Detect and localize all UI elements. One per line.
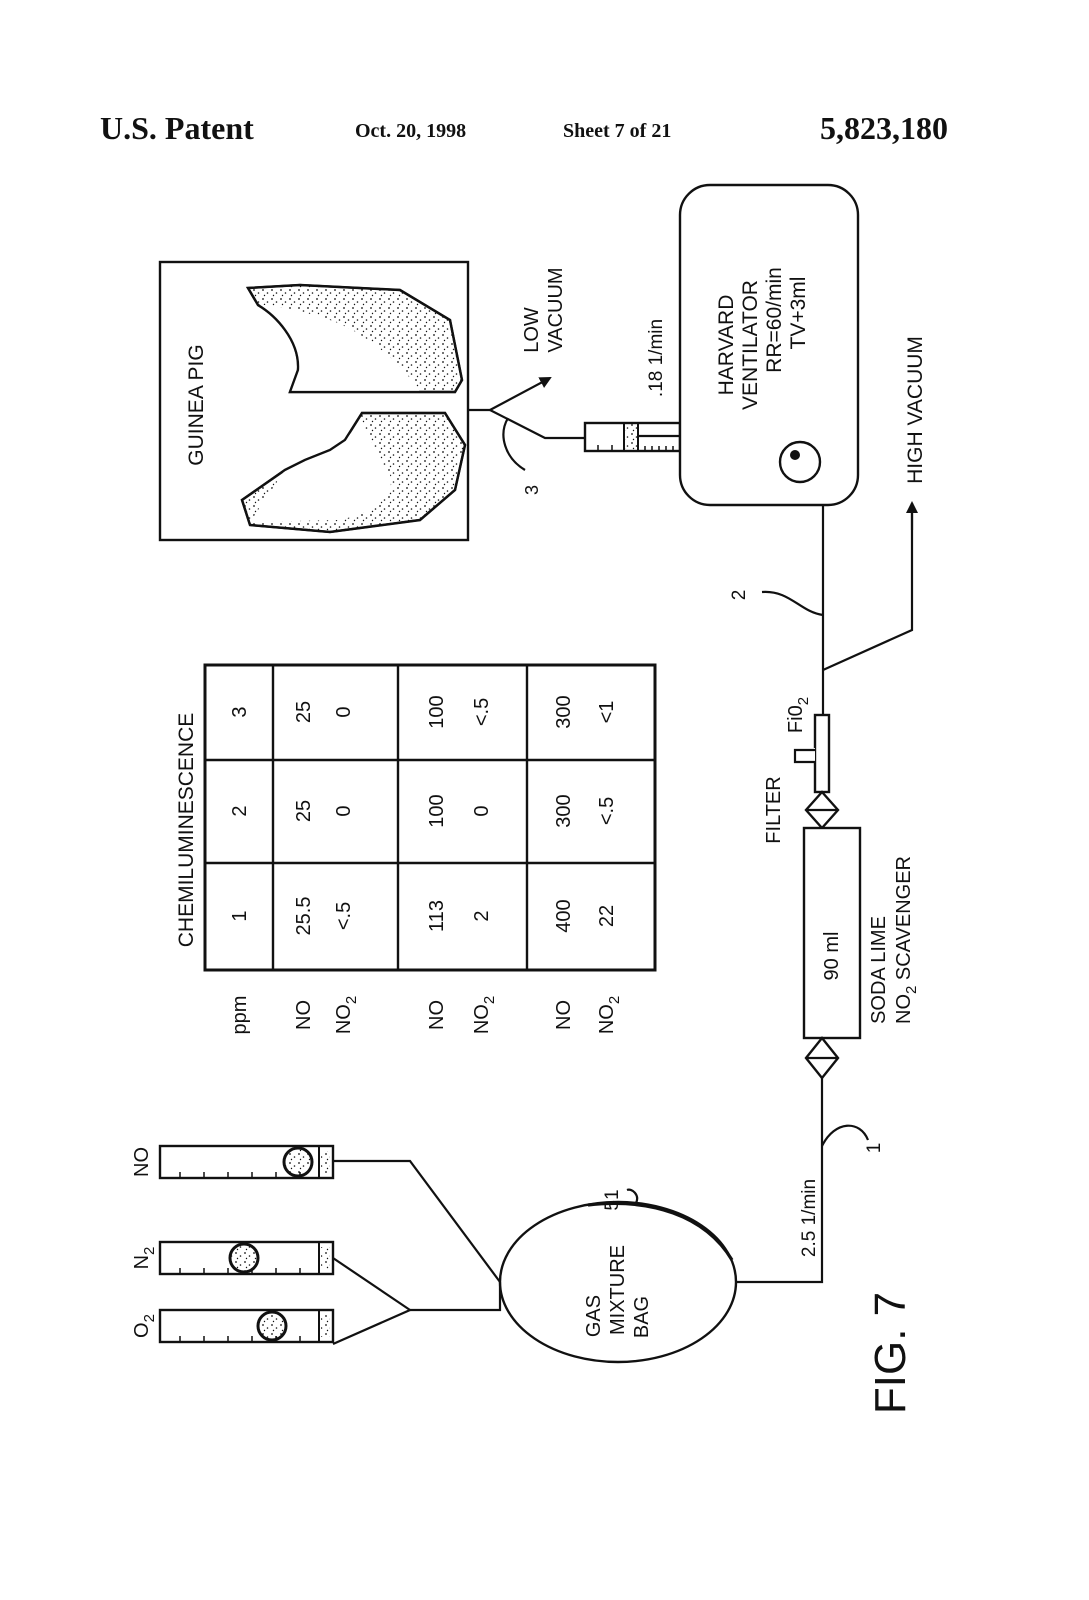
gas-mixture-bag: GAS MIXTURE BAG 51: [498, 1188, 738, 1364]
scavenger-no: NO: [893, 994, 915, 1024]
flowmeter-o2: O2: [131, 1308, 335, 1344]
filter-label: FILTER: [763, 776, 785, 843]
table-cell: 113: [426, 900, 448, 932]
table-column-header: 3: [229, 706, 251, 717]
table-cell: 2: [471, 910, 493, 921]
scavenger-rest: SCAVENGER: [893, 856, 915, 986]
flowmeter-n2: N2: [131, 1240, 335, 1276]
soda-lime-scavenger: 90 ml SODA LIME NO2 SCAVENGER: [802, 826, 920, 1080]
flowmeter-float: [228, 1242, 260, 1274]
low-vacuum-branch: 3 LOW VACUUM: [468, 267, 585, 495]
flowmeter-float: [256, 1310, 288, 1342]
flowmeter-label-no: NO: [131, 1147, 153, 1177]
table-cell: 300: [553, 695, 575, 728]
table-cell: 300: [553, 794, 575, 827]
ventilator-line-1: HARVARD: [715, 295, 738, 396]
table-row-label: NO: [553, 1000, 575, 1030]
table-row-label: NO2: [596, 996, 623, 1034]
table-cell: <.5: [471, 698, 493, 726]
table-column-header: 2: [229, 805, 251, 816]
fio2-sub: 2: [795, 697, 812, 705]
sheet-number: Sheet 7 of 21: [563, 120, 672, 142]
table-cell: 25: [293, 800, 315, 822]
patent-number: 5,823,180: [820, 110, 948, 146]
bag-line-1: GAS: [583, 1295, 605, 1337]
table-cell: 0: [333, 805, 355, 816]
low-vacuum-label-1: LOW: [521, 307, 543, 353]
flowmeter-lines: [332, 1159, 502, 1346]
table-cell: 400: [553, 899, 575, 932]
table-cell: 100: [426, 794, 448, 827]
table-row-label: NO: [426, 1000, 448, 1030]
ventilator-line-2: VENTILATOR: [739, 280, 762, 410]
table-row-label: NO2: [333, 996, 360, 1034]
ref-2-label: 2: [729, 590, 750, 601]
patent-date: Oct. 20, 1998: [355, 120, 467, 142]
table-cell: 0: [333, 706, 355, 717]
chemiluminescence-table: 12325.52525NO<.500NO2113100100NO20<.5NO2…: [203, 663, 657, 1035]
ref-1-label: 1: [864, 1143, 885, 1154]
bag-line-3: BAG: [631, 1296, 653, 1338]
flowmeter-label-n2: N2: [131, 1247, 158, 1270]
flowmeter-no: NO: [131, 1144, 335, 1180]
table-header-label: ppm: [229, 996, 251, 1035]
fio2-label: Fi02: [785, 697, 812, 733]
scavenger-line-1: SODA LIME: [868, 916, 890, 1024]
syringe: .18 1/min: [583, 319, 682, 453]
scavenger-line-2: NO2 SCAVENGER: [893, 856, 920, 1024]
table-cell: 0: [471, 805, 493, 816]
table-cell: <1: [596, 701, 618, 724]
harvard-ventilator: HARVARD VENTILATOR RR=60/min TV+3ml: [678, 183, 860, 507]
table-row-label: NO2: [471, 996, 498, 1034]
fio2-base: Fi0: [785, 705, 807, 733]
patent-label: U.S. Patent: [100, 110, 254, 146]
syringe-flow-label: .18 1/min: [646, 319, 667, 397]
table-cell: 100: [426, 695, 448, 728]
table-cell: <.5: [596, 797, 618, 825]
table-cell: 25: [293, 701, 315, 723]
ventilator-line-4: TV+3ml: [787, 277, 810, 350]
flowmeter-float: [282, 1146, 314, 1178]
bag-flow-label: 2.5 1/min: [799, 1179, 820, 1257]
ventilator-dial-icon: [778, 440, 822, 484]
low-vacuum-label-2: VACUUM: [545, 267, 567, 352]
table-column-header: 1: [229, 910, 251, 921]
flowmeter-label-o2: O2: [131, 1314, 158, 1338]
bag-line-2: MIXTURE: [607, 1245, 629, 1335]
guinea-pig-label: GUINEA PIG: [185, 344, 208, 465]
figure-label: FIG. 7: [866, 1292, 915, 1414]
high-vacuum-branch: HIGH VACUUM 2: [729, 336, 927, 672]
table-cell: <.5: [333, 902, 355, 930]
ventilator-line-3: RR=60/min: [763, 267, 786, 373]
bag-ref-label: 51: [602, 1189, 623, 1210]
scavenger-no-sub: 2: [903, 986, 920, 994]
table-title: CHEMILUMINESCENCE: [175, 713, 198, 948]
inlet-line-1: 1 2.5 1/min: [735, 1078, 885, 1284]
high-vacuum-label: HIGH VACUUM: [904, 336, 927, 484]
scavenger-volume: 90 ml: [821, 932, 843, 981]
guinea-pig-frame: GUINEA PIG: [158, 260, 470, 542]
table-row-label: NO: [293, 1000, 315, 1030]
fio2-tee: Fi02: [785, 670, 831, 794]
ref-3-label: 3: [522, 485, 542, 495]
table-cell: 22: [596, 905, 618, 927]
table-cell: 25.5: [293, 897, 315, 936]
